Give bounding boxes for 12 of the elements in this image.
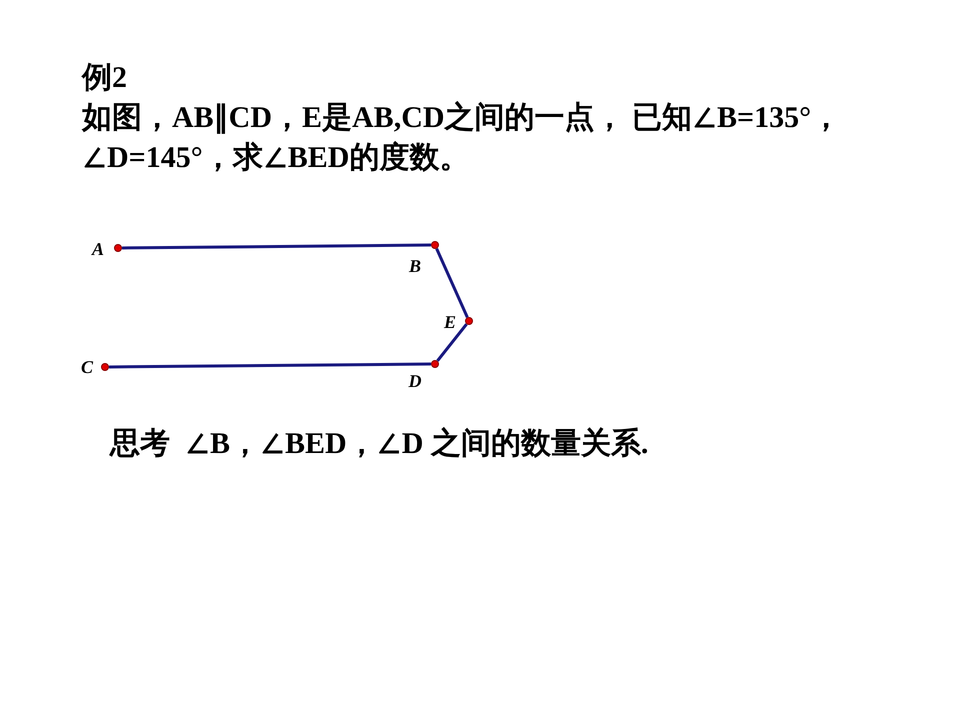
line-segment xyxy=(435,248,469,318)
point-label: E xyxy=(442,312,457,332)
point-label: A xyxy=(90,239,105,259)
example-heading: 例2 xyxy=(82,60,127,96)
problem-text: 如图，AB∥CD，E是AB,CD之间的一点， 已知∠B=135°，∠D=145°，求∠BED的度数。 xyxy=(82,100,842,176)
point-label: C xyxy=(80,357,94,377)
line-segment xyxy=(436,323,468,362)
point-label: B xyxy=(408,256,422,276)
question-text: 思考 ∠B，∠BED，∠D 之间的数量关系. xyxy=(110,426,648,462)
point-label: D xyxy=(407,371,422,391)
line-segment xyxy=(108,362,432,368)
line-segment xyxy=(122,244,432,250)
